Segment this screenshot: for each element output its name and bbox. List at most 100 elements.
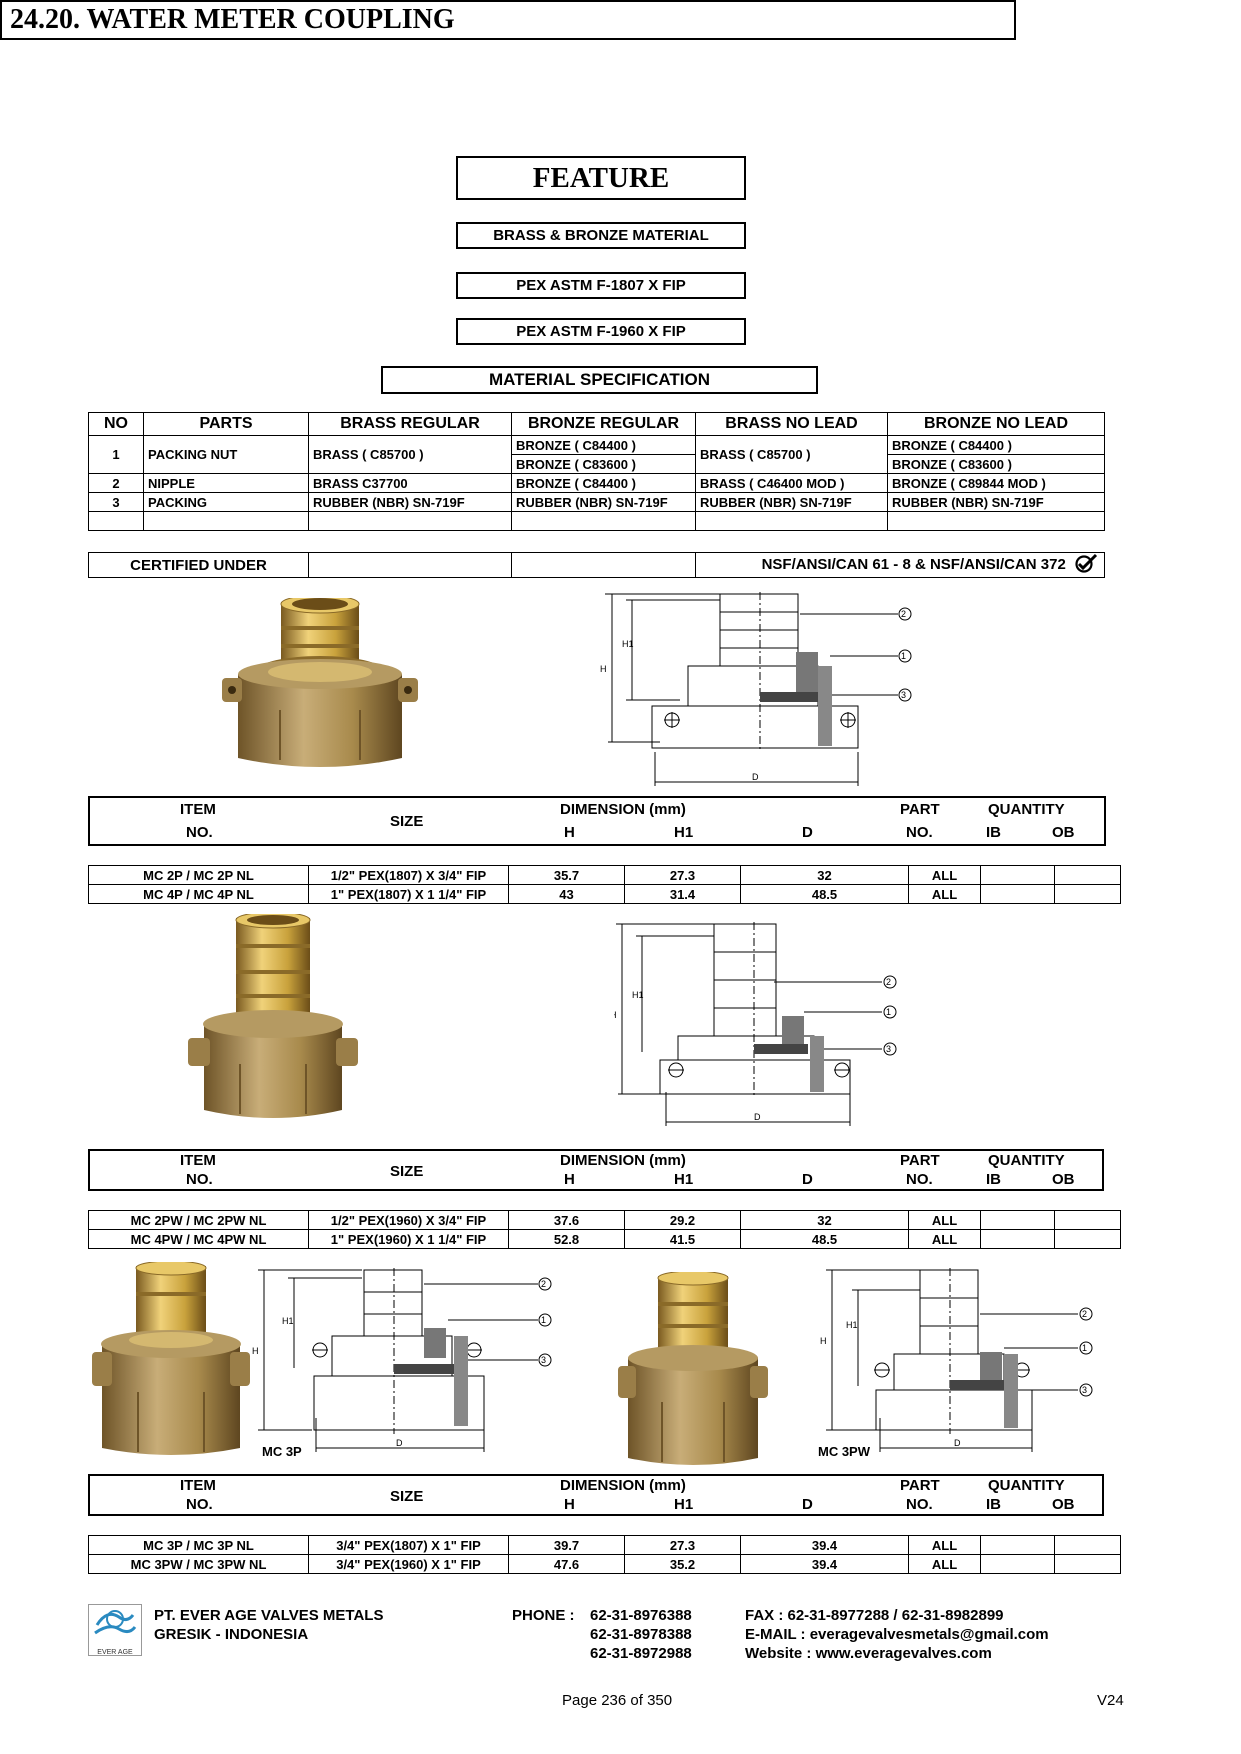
cell-d: 39.4 xyxy=(740,1554,909,1574)
website: Website : www.everagevalves.com xyxy=(745,1645,992,1662)
hdr-part-no: NO. xyxy=(906,1496,933,1513)
hdr-item-no: NO. xyxy=(186,824,213,841)
col-brass-no-lead: BRASS NO LEAD xyxy=(695,412,888,436)
dim-d-label: D xyxy=(396,1438,403,1448)
callout-2: 2 xyxy=(1082,1309,1087,1319)
col-parts: PARTS xyxy=(143,412,309,436)
row-bronze-no-lead: BRONZE ( C83600 ) xyxy=(887,454,1105,474)
wave-logo-icon xyxy=(94,1610,137,1635)
table-row: 2 NIPPLE BRASS C37700 BRONZE ( C84400 ) … xyxy=(88,473,1105,493)
phone-1: 62-31-8976388 xyxy=(590,1607,692,1624)
hdr-ob: OB xyxy=(1052,1171,1075,1188)
dimension-table-1: MC 2P / MC 2P NL 1/2" PEX(1807) X 3/4" F… xyxy=(88,865,1121,904)
hdr-part: PART xyxy=(900,1477,940,1494)
cell-h: 52.8 xyxy=(508,1229,625,1249)
cell-size: 1" PEX(1960) X 1 1/4" FIP xyxy=(308,1229,509,1249)
cell-d: 32 xyxy=(740,1210,909,1230)
hdr-h: H xyxy=(564,1496,575,1513)
feature-item-material: BRASS & BRONZE MATERIAL xyxy=(456,222,746,249)
dim-h-label: H xyxy=(614,1010,617,1020)
hdr-ob: OB xyxy=(1052,1496,1075,1513)
dimension-table-3: MC 3P / MC 3P NL 3/4" PEX(1807) X 1" FIP… xyxy=(88,1535,1121,1574)
hdr-part: PART xyxy=(900,801,940,818)
hdr-part-no: NO. xyxy=(906,824,933,841)
check-mark-icon xyxy=(1074,553,1098,577)
cell-size: 1/2" PEX(1807) X 3/4" FIP xyxy=(308,865,509,885)
phone-3: 62-31-8972988 xyxy=(590,1645,692,1662)
hdr-size: SIZE xyxy=(390,1163,424,1180)
col-brass-regular: BRASS REGULAR xyxy=(308,412,512,436)
callout-1: 1 xyxy=(886,1007,891,1017)
table-row: MC 2P / MC 2P NL 1/2" PEX(1807) X 3/4" F… xyxy=(88,865,1121,885)
callout-2: 2 xyxy=(886,977,891,987)
feature-heading: FEATURE xyxy=(456,156,746,200)
cell-h1: 29.2 xyxy=(624,1210,741,1230)
coupling-photo-mc2pw xyxy=(188,911,358,1129)
row-part: PACKING xyxy=(143,492,309,512)
phone-label: PHONE : xyxy=(512,1607,575,1624)
hdr-ib: IB xyxy=(986,1171,1001,1188)
hdr-size: SIZE xyxy=(390,1488,424,1505)
cell-part: ALL xyxy=(908,1554,981,1574)
row-bronze-regular: RUBBER (NBR) SN-719F xyxy=(511,492,696,512)
hdr-part: PART xyxy=(900,1152,940,1169)
figure-label-mc3pw: MC 3PW xyxy=(818,1444,870,1459)
hdr-h: H xyxy=(564,824,575,841)
table-row: MC 3PW / MC 3PW NL 3/4" PEX(1960) X 1" F… xyxy=(88,1554,1121,1574)
cell-h1: 31.4 xyxy=(624,884,741,904)
hdr-item-no: NO. xyxy=(186,1496,213,1513)
company-logo: EVER AGE xyxy=(88,1604,142,1656)
hdr-item: ITEM xyxy=(180,801,216,818)
callout-3: 3 xyxy=(1082,1385,1087,1395)
dim-h1-label: H1 xyxy=(622,639,634,649)
cell-item: MC 3P / MC 3P NL xyxy=(88,1535,309,1555)
coupling-photo-mc3p xyxy=(92,1260,250,1467)
row-part: PACKING NUT xyxy=(143,435,309,474)
technical-drawing-mc3p: 2 1 3 H H1 D xyxy=(252,1268,572,1463)
logo-text: EVER AGE xyxy=(97,1649,133,1656)
cell-h: 43 xyxy=(508,884,625,904)
cell-item: MC 2P / MC 2P NL xyxy=(88,865,309,885)
phone-2: 62-31-8978388 xyxy=(590,1626,692,1643)
hdr-item-no: NO. xyxy=(186,1171,213,1188)
cell-h: 39.7 xyxy=(508,1535,625,1555)
dim-d-label: D xyxy=(754,1112,761,1122)
material-spec-table: NO PARTS BRASS REGULAR BRONZE REGULAR BR… xyxy=(88,412,1105,531)
row-part: NIPPLE xyxy=(143,473,309,493)
row-brass-regular: BRASS C37700 xyxy=(308,473,512,493)
callout-1: 1 xyxy=(541,1315,546,1325)
cell-item: MC 4PW / MC 4PW NL xyxy=(88,1229,309,1249)
cell-h1: 27.3 xyxy=(624,865,741,885)
dim-h1-label: H1 xyxy=(282,1316,294,1326)
table-row: MC 3P / MC 3P NL 3/4" PEX(1807) X 1" FIP… xyxy=(88,1535,1121,1555)
cell-d: 39.4 xyxy=(740,1535,909,1555)
hdr-d: D xyxy=(802,1496,813,1513)
hdr-dimension: DIMENSION (mm) xyxy=(560,1477,686,1494)
page-title: 24.20. WATER METER COUPLING xyxy=(0,0,1016,40)
table-row: 1 PACKING NUT BRASS ( C85700 ) BRONZE ( … xyxy=(88,435,1105,474)
hdr-quantity: QUANTITY xyxy=(988,1152,1065,1169)
cell-part: ALL xyxy=(908,884,981,904)
feature-item-f1960: PEX ASTM F-1960 X FIP xyxy=(456,318,746,345)
email: E-MAIL : everagevalvesmetals@gmail.com xyxy=(745,1626,1049,1643)
page-number: Page 236 of 350 xyxy=(562,1692,673,1709)
cell-h1: 35.2 xyxy=(624,1554,741,1574)
cell-size: 1" PEX(1807) X 1 1/4" FIP xyxy=(308,884,509,904)
version-label: V24 xyxy=(1097,1692,1124,1709)
hdr-ib: IB xyxy=(986,1496,1001,1513)
coupling-photo-mc3pw xyxy=(618,1270,768,1477)
company-location: GRESIK - INDONESIA xyxy=(154,1626,309,1643)
hdr-quantity: QUANTITY xyxy=(988,1477,1065,1494)
cell-h1: 27.3 xyxy=(624,1535,741,1555)
hdr-h1: H1 xyxy=(674,1171,694,1188)
cell-h: 47.6 xyxy=(508,1554,625,1574)
callout-3: 3 xyxy=(886,1044,891,1054)
technical-drawing-mc3pw: 2 1 3 H H1 D xyxy=(820,1268,1110,1463)
hdr-h: H xyxy=(564,1171,575,1188)
row-bronze-no-lead: BRONZE ( C89844 MOD ) xyxy=(887,473,1105,493)
dimension-header-3: ITEM NO. SIZE DIMENSION (mm) H H1 D PART… xyxy=(88,1474,1104,1516)
certified-table: CERTIFIED UNDER NSF/ANSI/CAN 61 - 8 & NS… xyxy=(88,552,1105,578)
row-bronze-regular: BRONZE ( C84400 ) xyxy=(511,435,696,455)
dimension-header-1: ITEM NO. SIZE DIMENSION (mm) H H1 D PART… xyxy=(87,796,1107,846)
row-bronze-no-lead: RUBBER (NBR) SN-719F xyxy=(887,492,1105,512)
